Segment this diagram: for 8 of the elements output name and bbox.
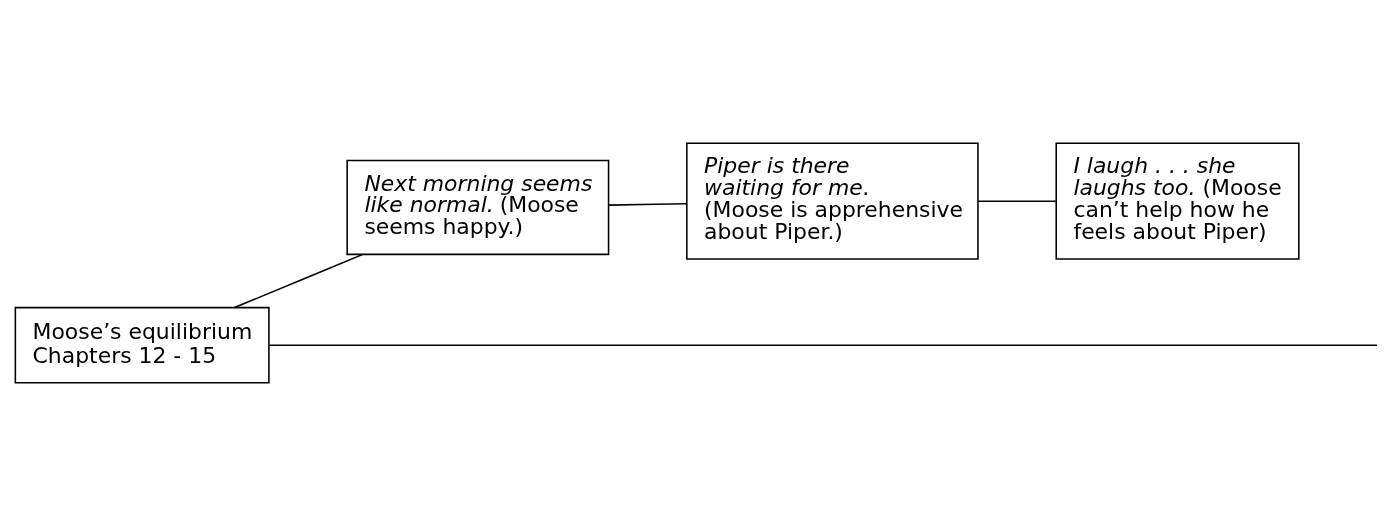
connector [268,344,1378,346]
connector [977,200,1057,202]
node-box: Moose’s equilibrium Chapters 12 - 15 [14,306,270,384]
connector [608,202,688,206]
connector [233,253,364,309]
node-box: Next morning seems like normal. (Moose seems happy.) [346,159,610,256]
node-box: Piper is there waiting for me. (Moose is apprehensive about Piper.) [686,142,979,260]
node-box: I laugh . . . she laughs too. (Moose can’t help how he feels about Piper) [1055,142,1300,260]
